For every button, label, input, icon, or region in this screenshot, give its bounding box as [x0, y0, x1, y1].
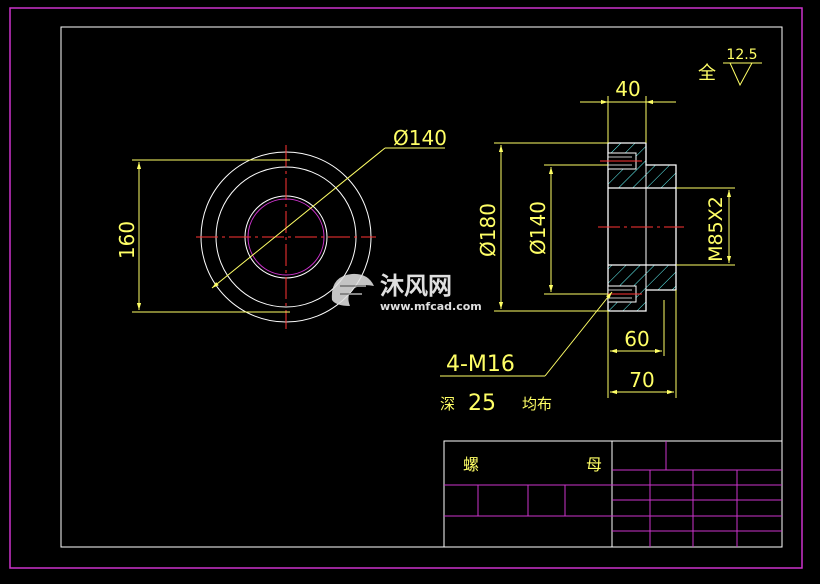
watermark-url: www.mfcad.com — [380, 300, 482, 313]
dim-thread: M85X2 — [705, 196, 727, 262]
hole-leader — [544, 291, 613, 377]
watermark-logo-icon-2 — [340, 285, 366, 295]
dim-160: 160 — [115, 221, 139, 259]
dim-dia-180: Ø180 — [476, 203, 500, 257]
finish-triangle — [729, 62, 753, 87]
dia-leader — [211, 147, 386, 289]
hole-spec: 4-M16 — [446, 352, 515, 377]
dim-60: 60 — [624, 327, 649, 351]
surface-finish-symbol: 全 12.5 — [698, 47, 762, 87]
inner-border — [60, 26, 783, 548]
dim-40: 40 — [615, 77, 640, 101]
part-name-char1: 螺 — [463, 455, 479, 474]
watermark-brand: 沐风网 — [380, 272, 452, 300]
outer-border — [9, 7, 803, 569]
section-view: 40 Ø180 Ø140 M85X2 60 70 4-M16 深 25 均布 — [440, 77, 735, 416]
watermark: 沐风网 www.mfcad.com — [331, 272, 482, 313]
depth-suffix: 均布 — [522, 395, 552, 413]
watermark-logo-icon — [331, 273, 374, 306]
part-name-char2: 母 — [586, 455, 602, 474]
dim-dia-140-front: Ø140 — [393, 126, 447, 150]
title-block — [443, 440, 783, 548]
finish-value: 12.5 — [726, 47, 757, 63]
front-view: 160 Ø140 — [115, 126, 447, 329]
dim-70: 70 — [629, 368, 654, 392]
dim-dia-140-section: Ø140 — [526, 201, 550, 255]
title-block-frame — [443, 440, 783, 548]
depth-value: 25 — [468, 391, 496, 416]
finish-prefix: 全 — [698, 63, 716, 84]
depth-prefix: 深 — [440, 395, 455, 413]
